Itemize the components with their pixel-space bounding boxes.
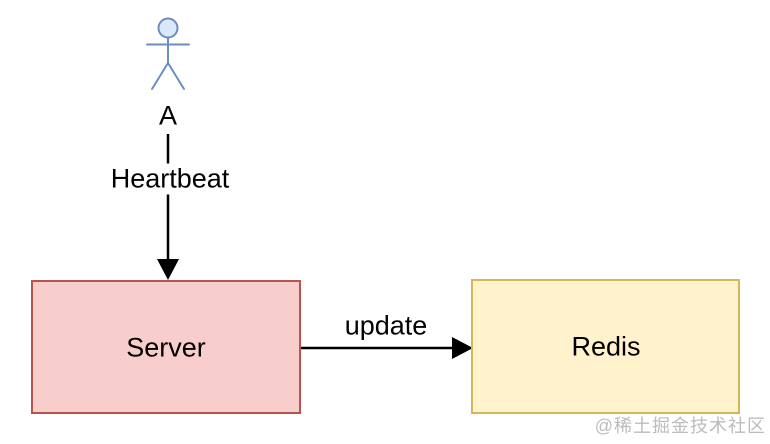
redis-node <box>471 279 740 414</box>
heartbeat-arrowhead <box>157 259 179 280</box>
actor-head <box>157 17 179 39</box>
actor-body <box>146 37 190 90</box>
update-edge-label: update <box>340 310 432 342</box>
server-node-label: Server <box>126 332 206 363</box>
watermark: @稀土掘金技术社区 <box>594 416 766 436</box>
heartbeat-edge-label: Heartbeat <box>106 163 234 195</box>
actor-icon <box>146 17 190 90</box>
actor-label: A <box>158 100 178 131</box>
redis-node-label: Redis <box>571 331 641 362</box>
update-arrowhead <box>452 337 473 359</box>
server-node <box>31 280 301 414</box>
